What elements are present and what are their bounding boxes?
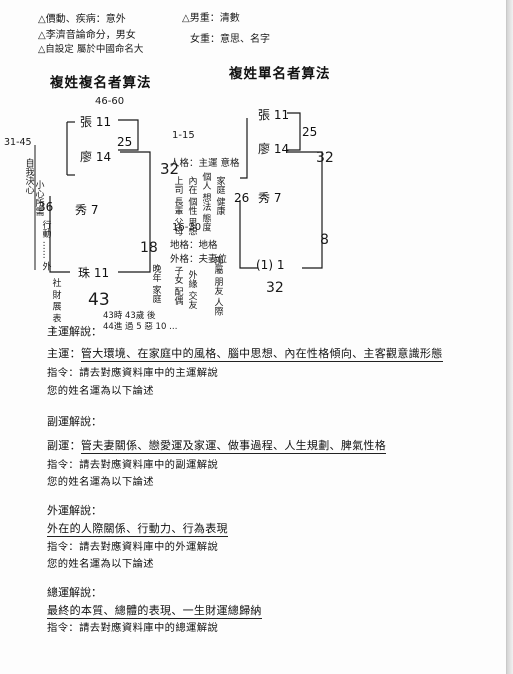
- compound-right-bracket-top: [118, 119, 139, 151]
- section-secondary-head: 副運解說：: [47, 415, 102, 428]
- middle-vertical-a: 上司 長輩 父母: [172, 176, 183, 236]
- single-char-third: 秀 7: [258, 191, 282, 205]
- compound-bottom-note-1: 43時 43歲 後: [103, 311, 156, 321]
- middle-vertical-c: 個人 想法 態度: [200, 172, 211, 232]
- compound-range-31-45: 31-45: [4, 137, 32, 148]
- section-secondary-instruction: 指令：請去對應資料庫中的副運解說: [47, 459, 219, 471]
- header-note-right-2: 女重：意思、名字: [190, 34, 270, 45]
- section-main-instruction: 指令：請去對應資料庫中的主運解說: [47, 367, 219, 379]
- single-left-bracket: [240, 118, 248, 179]
- middle-vertical-h: 部屬 朋友 人際: [212, 256, 223, 316]
- compound-char-third: 秀 7: [75, 203, 99, 217]
- compound-hand-32: 32: [160, 160, 180, 178]
- section-main-output: 您的姓名運為以下論述: [47, 385, 154, 397]
- middle-earth-label: 地格：地格: [170, 240, 218, 251]
- middle-vertical-e: 晚年 家庭: [150, 264, 161, 303]
- middle-range-1-15: 1-15: [172, 130, 195, 141]
- compound-hand-18: 18: [140, 240, 158, 256]
- compound-char-bottom: 珠 11: [78, 266, 110, 280]
- section-secondary-output: 您的姓名運為以下論述: [47, 476, 154, 488]
- middle-external-label: 外格：夫妻位: [170, 254, 228, 265]
- single-right-bracket-outer: [287, 151, 323, 269]
- header-note-left-3: △自設定 屬於中國命名大: [38, 44, 144, 55]
- section-total-desc: 最終的本質、總體的表現、一生財運總歸納: [47, 604, 262, 619]
- compound-left-vertical-note-3: 行動 …… 外: [40, 220, 51, 271]
- section-total-instruction: 指令：請去對應資料庫中的總運解說: [47, 622, 219, 634]
- single-number-26: 26: [234, 191, 250, 205]
- compound-left-vertical-note-1: 自我決心: [23, 158, 34, 194]
- compound-char-top: 張 11: [80, 115, 112, 129]
- page-edge-shadow: [507, 0, 513, 674]
- compound-title: 複姓複名者算法: [50, 75, 152, 91]
- compound-number-25: 25: [117, 135, 133, 149]
- section-secondary-desc: 副運：管夫妻關係、戀愛運及家運、做事過程、人生規劃、脾氣性格: [47, 439, 387, 454]
- single-hand-32b: 32: [266, 280, 284, 296]
- compound-hand-43: 43: [88, 290, 110, 310]
- section-external-desc: 外在的人際關係、行動力、行為表現: [47, 522, 228, 537]
- compound-left-bracket-lower: [49, 196, 70, 273]
- section-total-head: 總運解說：: [47, 586, 102, 599]
- compound-bottom-note-2: 44進 過 5 惡 10 …: [103, 322, 178, 332]
- middle-range-16-30: 16-30: [172, 222, 202, 233]
- middle-vertical-b: 內在 個性 思想: [186, 176, 197, 236]
- section-main-head: 主運解說：: [47, 325, 102, 338]
- section-main-desc: 主運：管大環境、在家庭中的風格、腦中思想、內在性格傾向、主客觀意識形態: [47, 347, 443, 362]
- header-note-left-2: △李濟音論命分，男女: [38, 30, 136, 41]
- compound-range-46-60: 46-60: [95, 96, 125, 107]
- compound-left-vertical-note-2: 小心所需: [33, 180, 44, 216]
- single-hand-8: 8: [320, 232, 329, 248]
- section-external-instruction: 指令：請去對應資料庫中的外運解說: [47, 541, 219, 553]
- middle-vertical-d: 家庭 健康: [214, 176, 225, 215]
- single-char-second: 廖 14: [258, 142, 290, 156]
- section-external-output: 您的姓名運為以下論述: [47, 558, 154, 570]
- single-char-top: 張 11: [258, 108, 290, 122]
- section-external-head: 外運解說：: [47, 504, 102, 517]
- middle-vertical-f: 子女 配偶: [172, 266, 183, 305]
- single-title: 複姓單名者算法: [229, 66, 331, 82]
- single-bottom-placeholder: (1) 1: [256, 258, 285, 272]
- header-note-right-1: △男重：清數: [182, 13, 240, 24]
- single-number-25: 25: [302, 125, 318, 139]
- single-right-bracket-top: [287, 112, 301, 151]
- compound-right-bracket-outer: [118, 151, 151, 273]
- compound-left-vertical-note-4: 社 財 展 表 …: [50, 278, 61, 335]
- compound-char-second: 廖 14: [80, 150, 112, 164]
- single-left-bracket-lower: [239, 200, 258, 269]
- middle-human-label: 人格：主運 意格: [170, 158, 240, 169]
- header-note-left-1: △價動、疾病：意外: [38, 14, 126, 25]
- compound-number-36: 36: [38, 200, 54, 214]
- middle-vertical-g: 外緣 交友: [186, 270, 197, 309]
- single-hand-32: 32: [316, 150, 334, 166]
